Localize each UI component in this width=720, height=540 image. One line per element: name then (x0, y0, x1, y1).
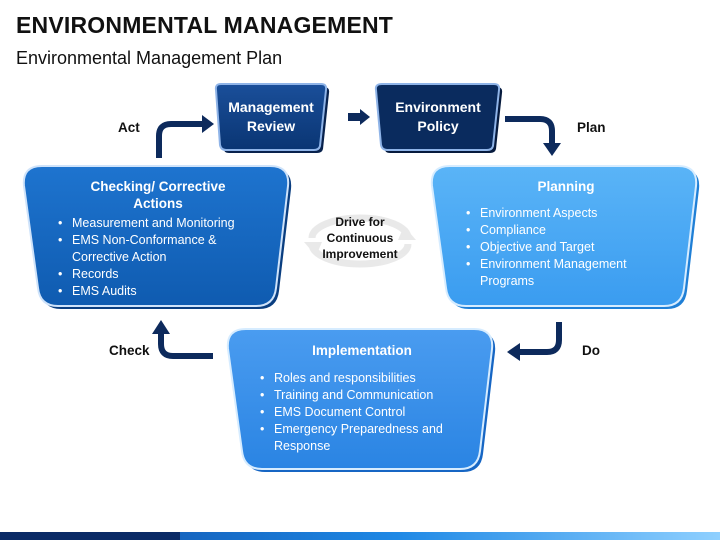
planning-box: Planning Environment Aspects Compliance … (448, 178, 684, 290)
list-item: EMS Document Control (260, 404, 480, 421)
center-line1: Drive for (335, 215, 385, 229)
list-item: Training and Communication (260, 387, 480, 404)
management-review-box: Management Review (216, 86, 326, 148)
checking-box: Checking/ Corrective Actions Measurement… (40, 178, 276, 300)
implementation-list: Roles and responsibilities Training and … (244, 370, 480, 455)
page-title: ENVIRONMENTAL MANAGEMENT (16, 12, 394, 38)
environment-policy-line1: Environment (395, 99, 481, 115)
checking-list: Measurement and Monitoring EMS Non-Confo… (40, 215, 276, 300)
review-to-policy-arrow (348, 109, 370, 125)
list-item: Roles and responsibilities (260, 370, 480, 387)
act-arrow (156, 121, 204, 158)
checking-heading: Checking/ Corrective Actions (40, 178, 276, 212)
do-arrow (518, 322, 562, 355)
management-review-shape (214, 83, 330, 153)
environment-policy-shape (374, 83, 503, 153)
planning-list: Environment Aspects Compliance Objective… (448, 205, 684, 290)
management-review-line1: Management (228, 99, 314, 115)
list-item: Objective and Target (466, 239, 684, 256)
cycle-icon (304, 214, 416, 268)
center-caption: Drive for Continuous Improvement (312, 214, 408, 262)
planning-heading: Planning (537, 179, 595, 194)
list-item: Emergency Preparedness and Response (260, 421, 480, 455)
checking-heading-line2: Actions (133, 196, 183, 211)
environment-policy-line2: Policy (417, 118, 459, 134)
center-line2: Continuous (326, 231, 394, 245)
bottom-accent-bar (0, 532, 720, 540)
do-label: Do (582, 343, 600, 358)
plan-label: Plan (577, 120, 606, 135)
act-label: Act (118, 120, 140, 135)
list-item: EMS Non-Conformance & Corrective Action (58, 232, 276, 266)
implementation-heading: Implementation (312, 343, 412, 358)
management-review-line2: Review (246, 118, 296, 134)
list-item: Environment Management Programs (466, 256, 684, 290)
plan-arrow (505, 116, 555, 144)
list-item: EMS Audits (58, 283, 276, 300)
page-subtitle: Environmental Management Plan (16, 48, 283, 68)
implementation-box: Implementation Roles and responsibilitie… (244, 342, 480, 455)
check-label: Check (109, 343, 150, 358)
list-item: Compliance (466, 222, 684, 239)
list-item: Records (58, 266, 276, 283)
check-arrow (158, 332, 213, 359)
environment-policy-box: Environment Policy (376, 86, 500, 148)
list-item: Environment Aspects (466, 205, 684, 222)
checking-heading-line1: Checking/ Corrective (90, 179, 226, 194)
list-item: Measurement and Monitoring (58, 215, 276, 232)
center-line3: Improvement (322, 247, 398, 261)
